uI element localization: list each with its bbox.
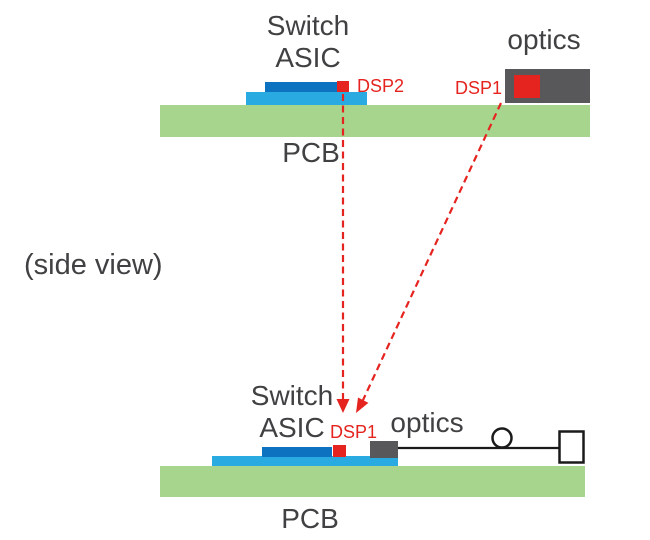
top-pcb-bar: [160, 105, 590, 137]
fiber-connector-box: [558, 430, 585, 464]
dsp2-relocation-arrowhead-icon: [336, 399, 350, 413]
bottom-optics-module: [370, 441, 398, 458]
top-switch-asic-label-line1: Switch: [266, 10, 350, 41]
side-view-label: (side view): [24, 249, 163, 281]
top-asic-substrate: [246, 92, 367, 105]
top-dsp1-chip: [514, 75, 540, 98]
fiber-loop-icon: [491, 427, 513, 449]
top-switch-asic-label: Switch ASIC: [267, 10, 349, 74]
bottom-dsp1-label: DSP1: [330, 422, 378, 442]
top-dsp2-chip: [337, 81, 349, 92]
bottom-asic-substrate: [212, 456, 398, 466]
bottom-asic-die: [262, 447, 332, 457]
top-dsp1-label: DSP1: [454, 78, 502, 98]
top-dsp2-label: DSP2: [357, 76, 405, 96]
bottom-pcb-bar: [160, 466, 585, 497]
bottom-dsp1-chip: [333, 445, 346, 457]
dsp1-relocation-arrow-line: [361, 102, 502, 401]
top-switch-asic-label-line2: ASIC: [275, 42, 341, 73]
bottom-switch-asic-label: Switch ASIC: [251, 380, 333, 444]
top-optics-label: optics: [507, 24, 581, 55]
dsp1-relocation-arrowhead-icon: [356, 397, 369, 413]
bottom-optics-label: optics: [390, 407, 464, 438]
top-asic-die: [265, 82, 337, 92]
bottom-switch-asic-label-line1: Switch: [250, 380, 334, 411]
bottom-switch-asic-label-line2: ASIC: [259, 412, 325, 443]
top-pcb-label: PCB: [282, 137, 340, 168]
bottom-pcb-label: PCB: [281, 503, 339, 534]
